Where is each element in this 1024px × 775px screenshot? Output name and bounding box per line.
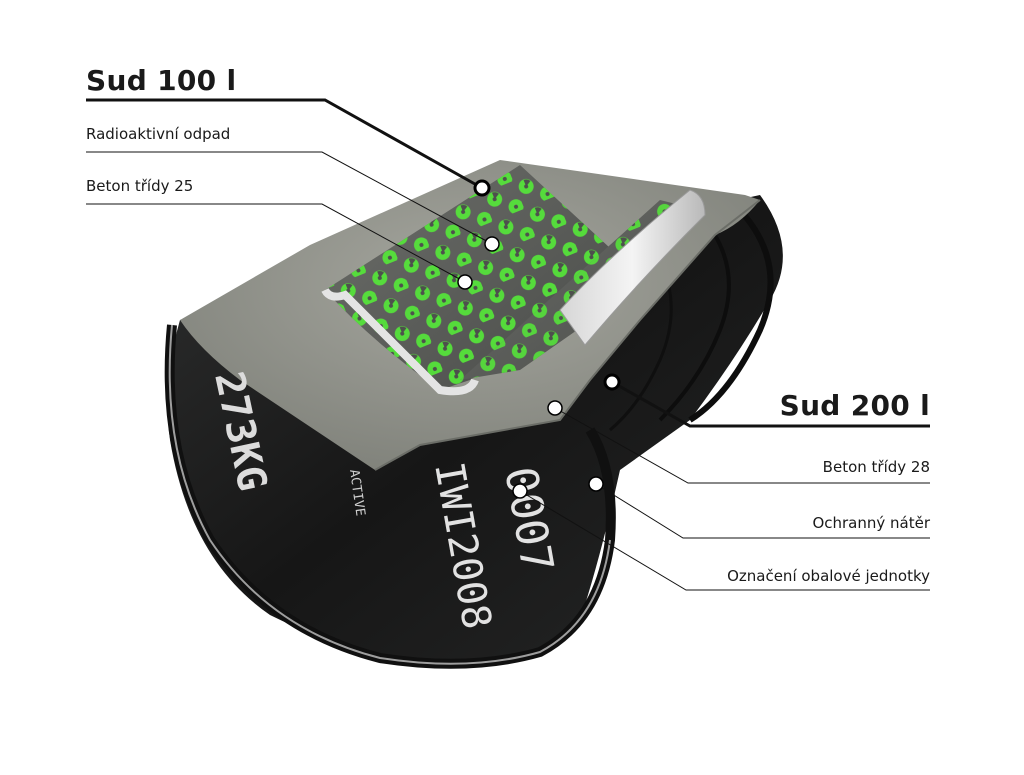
leader-concrete-28 [554,407,930,484]
leader-concrete-25 [86,203,466,283]
dot-drum-100 [473,179,491,197]
label-package-marking: Označení obalové jednotky [727,567,930,585]
label-concrete-25: Beton třídy 25 [86,177,194,195]
leader-drum-200 [611,380,930,428]
dot-concrete-25 [457,274,473,290]
label-drum-200: Sud 200 l [779,389,930,422]
leader-radioactive-waste [86,151,493,245]
leader-protective-coating [595,483,930,539]
label-radioactive-waste: Radioaktivní odpad [86,125,231,143]
marking-radioactive: ACTIVE [346,468,367,517]
label-drum-100: Sud 100 l [86,64,237,97]
leader-lines [86,98,930,591]
dot-protective-coating [588,476,604,492]
dot-radioactive-waste [484,236,500,252]
dot-drum-200 [603,373,621,391]
label-concrete-28: Beton třídy 28 [822,458,930,476]
dot-package-marking [512,483,528,499]
label-protective-coating: Ochranný nátěr [812,514,930,532]
leader-package-marking [519,490,930,591]
callout-dots [457,179,621,499]
leader-drum-100 [86,98,483,190]
dot-concrete-28 [547,400,563,416]
